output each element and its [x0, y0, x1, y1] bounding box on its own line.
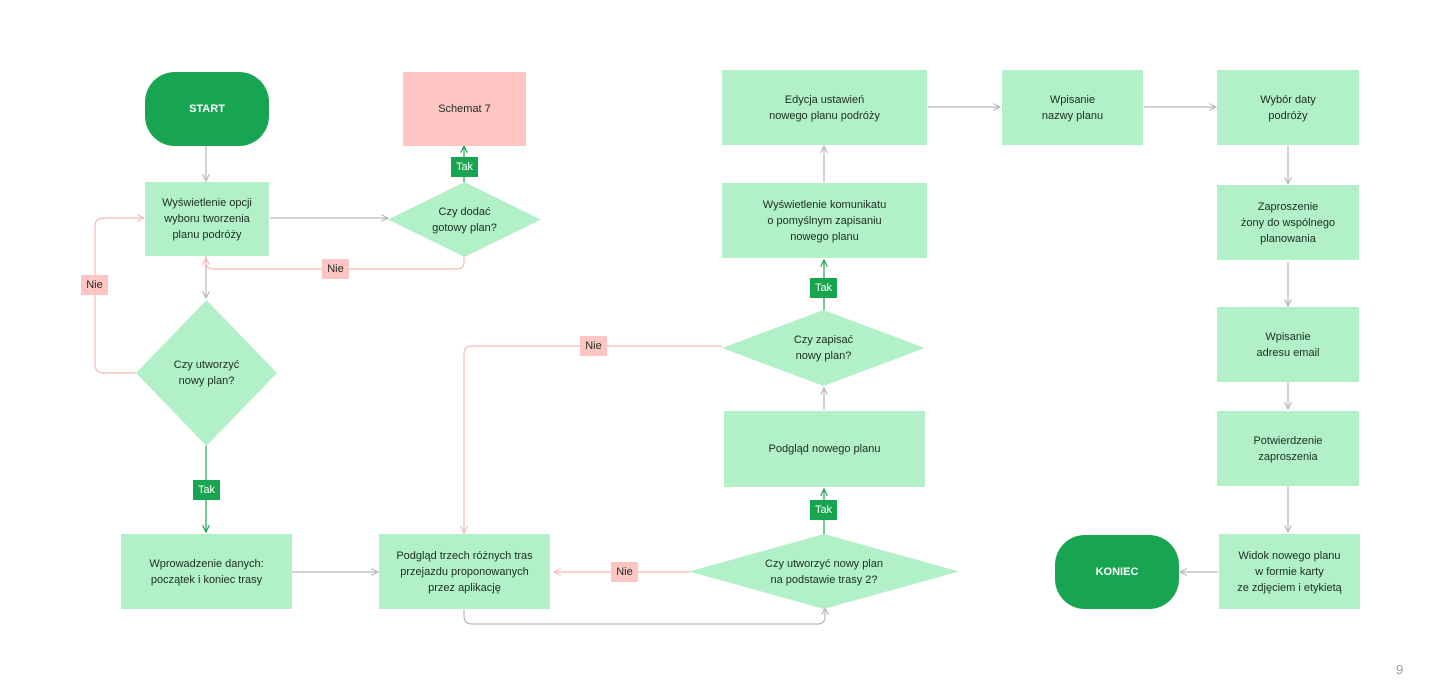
decision-label: Czy zapisać nowy plan? — [793, 334, 854, 362]
yes-badge-add-ready: Tak — [451, 157, 478, 177]
invite-wife-step: Zaproszenie żony do wspólnego planowania — [1217, 185, 1359, 260]
save-message-step: Wyświetlenie komunikatu o pomyślnym zapi… — [722, 183, 927, 258]
add-ready-decision: Czy dodać gotowy plan? — [388, 182, 541, 257]
diamond-shape — [722, 310, 925, 386]
show-options-step: Wyświetlenie opcji wyboru tworzenia plan… — [145, 182, 269, 256]
no-badge-add-ready: Nie — [322, 259, 349, 279]
start-terminal: START — [145, 72, 269, 146]
yes-badge-create-new: Tak — [193, 480, 220, 500]
no-badge-create-new: Nie — [81, 275, 108, 295]
yes-badge-save-plan: Tak — [810, 278, 837, 298]
enter-email-step: Wpisanie adresu email — [1217, 307, 1359, 382]
preview-plan-step: Podgląd nowego planu — [724, 411, 925, 487]
decision-label: Czy utworzyć nowy plan? — [173, 359, 240, 387]
diamond-shape — [689, 534, 959, 609]
end-terminal: KONIEC — [1055, 535, 1179, 609]
create-from-route2-decision: Czy utworzyć nowy plan na podstawie tras… — [689, 534, 959, 609]
diamond-shape — [388, 182, 541, 257]
page-number: 9 — [1396, 662, 1404, 677]
edit-settings-step: Edycja ustawień nowego planu podróży — [722, 70, 927, 145]
no-badge-route2: Nie — [611, 562, 638, 582]
no-badge-save-plan: Nie — [580, 336, 607, 356]
save-plan-decision: Czy zapisać nowy plan? — [722, 310, 925, 386]
card-view-step: Widok nowego planu w formie karty ze zdj… — [1219, 534, 1360, 609]
decision-label: Czy utworzyć nowy plan na podstawie tras… — [765, 557, 883, 586]
edge-preview-bottom-loop — [463, 608, 825, 625]
confirm-invite-step: Potwierdzenie zaproszenia — [1217, 411, 1359, 486]
schemat7-reference: Schemat 7 — [403, 72, 526, 146]
create-new-decision: Czy utworzyć nowy plan? — [136, 300, 277, 446]
decision-label: Czy dodać gotowy plan? — [432, 205, 497, 234]
choose-date-step: Wybór daty podróży — [1217, 70, 1359, 145]
diamond-shape — [136, 300, 277, 446]
preview-routes-step: Podgląd trzech różnych tras przejazdu pr… — [379, 534, 550, 609]
edge-save-no — [464, 345, 722, 533]
edge-create-no — [94, 218, 144, 374]
yes-badge-route2: Tak — [810, 500, 837, 520]
enter-data-step: Wprowadzenie danych: początek i koniec t… — [121, 534, 292, 609]
enter-name-step: Wpisanie nazwy planu — [1002, 70, 1143, 145]
